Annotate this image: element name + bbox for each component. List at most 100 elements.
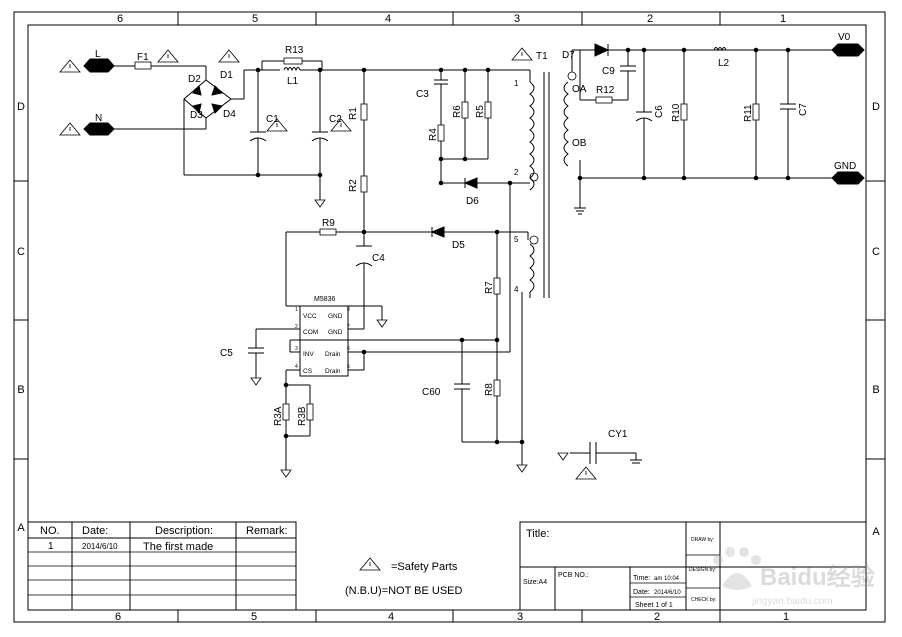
- tb-pcb-label: PCB NO.:: [558, 572, 589, 579]
- c1-label: C1: [266, 114, 279, 125]
- port-v0: V0: [831, 32, 865, 57]
- resistor-r1: [360, 103, 368, 121]
- zone-left-d: D: [17, 101, 25, 113]
- l1-label: L1: [287, 76, 299, 87]
- t1-pin-1: 1: [514, 79, 519, 88]
- rev-header-no: NO.: [40, 525, 60, 537]
- tb-time-label: Time:: [633, 575, 650, 582]
- tb-time-value: am 10:04: [654, 576, 680, 582]
- ic-pin-6-num: 6: [347, 346, 350, 352]
- d1-label: D1: [220, 70, 233, 81]
- sheet-frame: [13, 11, 886, 623]
- ground-icon: [280, 469, 292, 478]
- resistor-r2: [360, 175, 368, 193]
- ic-name: M5836: [314, 296, 336, 303]
- d5-label: D5: [452, 240, 465, 251]
- r11-label: R11: [743, 104, 754, 122]
- r10-label: R10: [671, 103, 682, 122]
- ground-icon: [376, 319, 388, 328]
- c9-label: C9: [602, 66, 615, 77]
- c2-label: C2: [329, 114, 342, 125]
- watermark-url: jingyan.baidu.com: [751, 596, 833, 607]
- zone-right-a: A: [872, 526, 880, 538]
- zone-bottom-2: 2: [654, 611, 660, 623]
- diode-d6: [463, 177, 478, 189]
- zone-left-b: B: [17, 384, 24, 396]
- rev-header-remark: Remark:: [246, 525, 288, 537]
- c60-label: C60: [422, 387, 441, 398]
- ic-pin-5-num: 5: [347, 364, 350, 370]
- ic-m5836: M5836 VCC COM INV CS GND GND Drain Drain…: [295, 296, 350, 377]
- r7-label: R7: [484, 281, 495, 294]
- bridge-rectifier: D2 D1 D3 D4: [183, 70, 236, 121]
- tb-date-value: 2014/6/10: [654, 590, 681, 596]
- d2-label: D2: [188, 74, 201, 85]
- title-block: Title: Size:A4 PCB NO.: Time: am 10:04 D…: [519, 521, 867, 611]
- zone-bottom-6: 6: [115, 611, 121, 623]
- inductor-l1: [283, 67, 301, 72]
- zone-right-d: D: [872, 101, 880, 113]
- ic-pin-5-label: Drain: [325, 368, 341, 375]
- zone-right-b: B: [872, 384, 879, 396]
- d4-label: D4: [223, 109, 236, 120]
- port-gnd: GND: [831, 161, 865, 185]
- rev-row-description: The first made: [143, 541, 213, 553]
- c3-label: C3: [416, 89, 429, 100]
- r13-label: R13: [285, 45, 304, 56]
- ic-pin-7-label: GND: [328, 329, 343, 336]
- resistor-r13: [283, 57, 303, 65]
- t1-pin-2: 2: [514, 168, 519, 177]
- tb-check-by: CHECK by:: [691, 597, 717, 603]
- resistor-r12: [595, 96, 613, 104]
- d3-label: D3: [190, 110, 203, 121]
- port-v0-label: V0: [838, 32, 851, 43]
- tb-sheet: Sheet 1 of 1: [635, 602, 673, 609]
- safety-icon: [59, 47, 597, 571]
- ic-pin-1-num: 1: [295, 307, 298, 313]
- zone-bottom-1: 1: [783, 611, 789, 623]
- rev-row-date: 2014/6/10: [82, 542, 118, 551]
- zone-labels: 6 5 4 3 2 1 6 5 4 3 2 1 D C B A D C B A: [17, 13, 880, 623]
- t1-label: T1: [536, 51, 548, 62]
- rev-header-date: Date:: [82, 525, 108, 537]
- zone-right-c: C: [872, 246, 880, 258]
- rev-header-description: Description:: [155, 525, 213, 537]
- r4-label: R4: [428, 128, 439, 141]
- transformer-t1: T1 1 2 5 4 OA OB: [514, 51, 587, 298]
- tb-date-label: Date:: [633, 589, 650, 596]
- port-l-label: L: [95, 49, 101, 60]
- junction-dots: [255, 47, 791, 445]
- zone-bottom-5: 5: [251, 611, 257, 623]
- ground-icon: [250, 377, 262, 386]
- tb-size: Size:A4: [523, 579, 547, 586]
- zone-top-3: 3: [514, 13, 520, 25]
- rev-row-no: 1: [48, 541, 54, 552]
- ic-pin-8-label: GND: [328, 313, 343, 320]
- revision-table: NO. Date: Description: Remark: 1 2014/6/…: [27, 521, 297, 611]
- zone-left-c: C: [17, 246, 25, 258]
- r3a-label: R3A: [273, 406, 284, 426]
- legend-safety: =Safety Parts: [391, 561, 458, 573]
- ic-pin-3-num: 3: [295, 346, 298, 352]
- d7-label: D7: [562, 50, 575, 61]
- l2-label: L2: [718, 58, 730, 69]
- r3b-label: R3B: [297, 406, 308, 426]
- port-l: L: [83, 49, 115, 73]
- zone-top-1: 1: [780, 13, 786, 25]
- r6-label: R6: [452, 105, 463, 118]
- port-n: N: [83, 113, 115, 136]
- ic-pin-7-num: 7: [347, 324, 350, 330]
- zone-bottom-3: 3: [517, 611, 523, 623]
- cy1-label: CY1: [608, 429, 628, 440]
- c5-label: C5: [220, 348, 233, 359]
- capacitor-cy1: CY1: [557, 429, 642, 464]
- zone-top-2: 2: [647, 13, 653, 25]
- tb-draw-by: DRAW by:: [691, 537, 714, 543]
- t1-pin-oa: OA: [572, 84, 587, 95]
- c7-label: C7: [798, 103, 809, 116]
- fuse-f1: [134, 61, 152, 70]
- d6-label: D6: [466, 196, 479, 207]
- legend: =Safety Parts (N.B.U)=NOT BE USED: [345, 561, 463, 597]
- port-gnd-label: GND: [834, 161, 856, 172]
